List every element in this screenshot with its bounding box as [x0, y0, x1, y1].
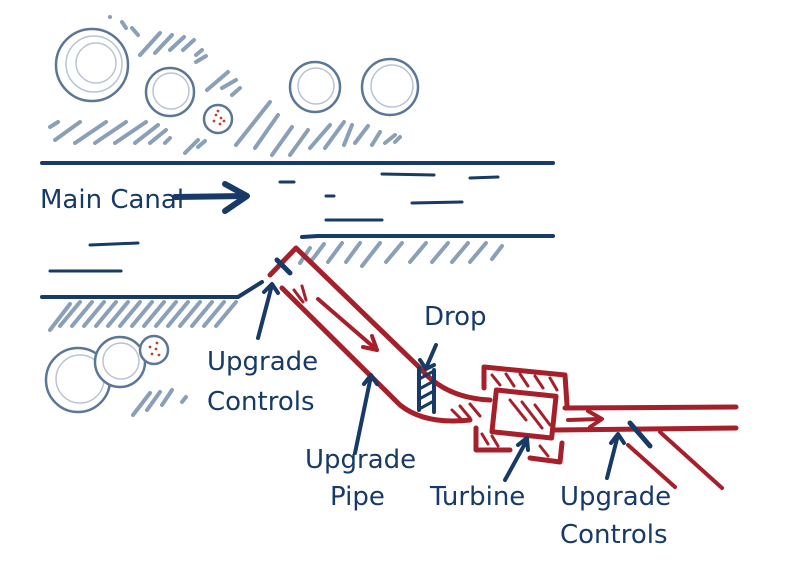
shrub-icon	[138, 334, 170, 366]
outlet-control-gate	[627, 420, 653, 449]
intake-control-gate	[274, 257, 293, 276]
shrub-icon	[93, 335, 147, 389]
drop-structure	[417, 366, 436, 414]
shrub-icon	[288, 60, 342, 114]
shrub-icon	[360, 57, 420, 117]
main-canal-bottom-bank	[300, 234, 555, 239]
top-bank-hatching	[48, 15, 402, 157]
shrub-icon	[54, 27, 130, 103]
upper-right-bank-hatching	[298, 241, 504, 268]
upgrade-controls-intake-label-line2: Controls	[207, 387, 315, 417]
callout-arrows	[256, 282, 626, 482]
drop-label: Drop	[424, 302, 487, 332]
upgrade-controls-intake-label-line1: Upgrade	[207, 347, 318, 377]
lower-bank-hatching	[48, 300, 238, 417]
upgrade-controls-outlet-label-line2: Controls	[560, 520, 668, 550]
turbine	[450, 364, 570, 465]
shrub-icon	[144, 66, 196, 118]
upgrade-pipe-label-line1: Upgrade	[305, 445, 416, 475]
upgrade-pipe-label-line2: Pipe	[330, 482, 385, 512]
arrow-right-icon	[172, 181, 250, 214]
turbine-label: Turbine	[429, 482, 525, 512]
water-ripples	[48, 172, 500, 273]
upgrade-controls-outlet-label-line1: Upgrade	[560, 482, 671, 512]
main-canal-lower-bank	[40, 280, 264, 299]
tailrace-pipe	[552, 404, 739, 490]
main-canal-label: Main Canal	[40, 185, 184, 215]
shrub-icon	[202, 103, 234, 135]
